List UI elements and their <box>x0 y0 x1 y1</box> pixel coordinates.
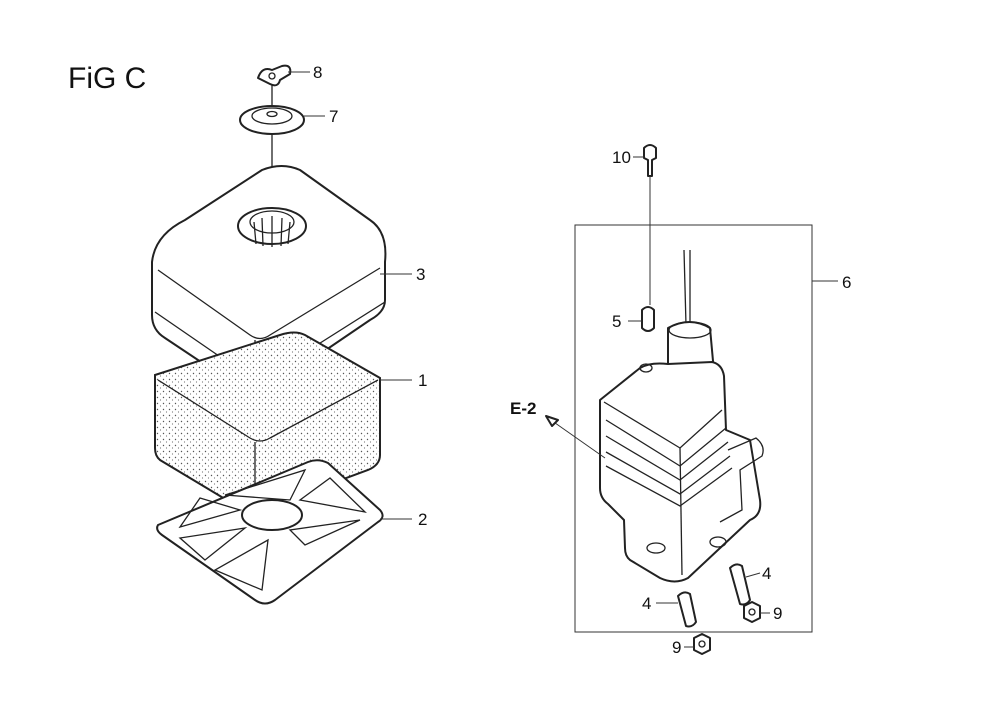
e2-arrowhead <box>545 415 559 427</box>
callout-6: 6 <box>842 273 851 292</box>
assembly-boundary <box>574 224 813 633</box>
dowel-pin-5 <box>641 306 655 332</box>
dowel-pin-4b <box>677 591 697 628</box>
callout-4b: 4 <box>642 594 651 613</box>
leader-4a <box>745 572 761 578</box>
callout-9a: 9 <box>773 604 782 623</box>
bolt-10 <box>643 144 657 177</box>
dowel-pin-4a <box>729 563 751 606</box>
wing-nut <box>257 64 292 87</box>
callout-8: 8 <box>313 63 322 82</box>
cover-washer <box>239 105 305 135</box>
callout-10: 10 <box>612 148 631 167</box>
callout-9b: 9 <box>672 638 681 657</box>
callout-3: 3 <box>416 265 425 284</box>
nut-9a <box>743 601 761 623</box>
callout-7: 7 <box>329 107 338 126</box>
figure-title: FiG C <box>68 62 147 95</box>
leader-e2 <box>547 417 606 459</box>
reference-label: E-2 <box>510 399 536 418</box>
callout-1: 1 <box>418 371 427 390</box>
callout-4a: 4 <box>762 564 771 583</box>
callout-2: 2 <box>418 510 427 529</box>
nut-9b <box>693 633 711 655</box>
callout-5: 5 <box>612 312 621 331</box>
elbow-case <box>599 249 764 583</box>
filter-base-grid <box>156 459 384 605</box>
